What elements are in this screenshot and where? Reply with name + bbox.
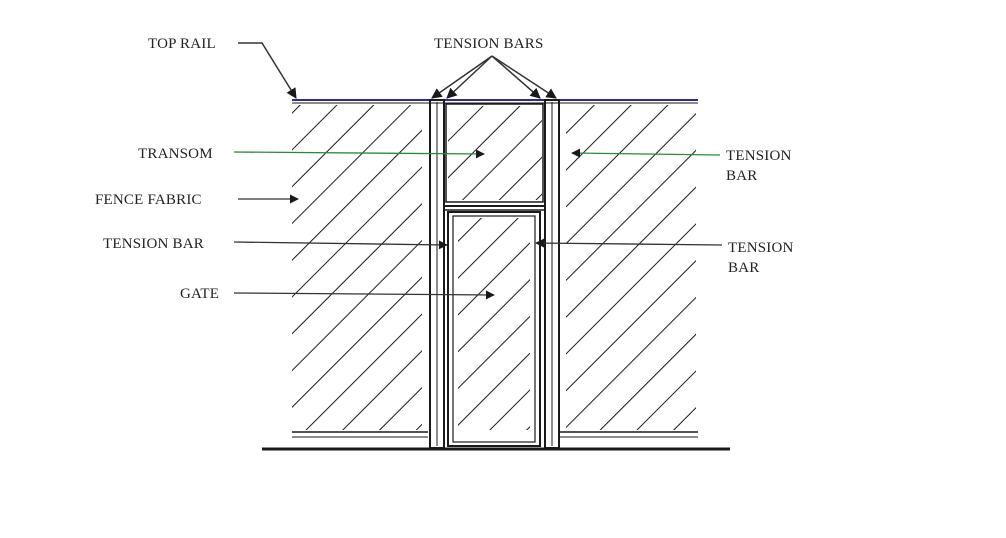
- fence-fabric-label: FENCE FABRIC: [95, 192, 202, 208]
- tension-bars-leader-1: [431, 55, 493, 99]
- tension-bar-left-leader: [233, 240, 448, 250]
- gate-panel: [458, 218, 530, 430]
- tension-bars-leader-2: [446, 55, 493, 99]
- gate-frame: [447, 211, 541, 447]
- transom-panel: [448, 106, 542, 200]
- transom-frame: [445, 103, 544, 203]
- fence-fabric-right-panel: [566, 105, 696, 430]
- tension-bar-right-lower-leader: [535, 238, 723, 248]
- gate-label: GATE: [180, 286, 219, 302]
- tension-bar-left-label: TENSION BAR: [103, 236, 204, 252]
- transom-label: TRANSOM: [138, 146, 213, 162]
- transom-leader: [233, 149, 485, 159]
- gate-leader: [233, 290, 495, 300]
- fence-fabric-left-panel: [292, 105, 422, 430]
- tension-bar-right-upper-label-line1: TENSION: [726, 148, 792, 164]
- tension-bars-leader-4: [491, 55, 557, 99]
- tension-bar-right-upper-leader: [571, 148, 721, 158]
- tension-bar-right-upper-label-line2: BAR: [726, 168, 757, 184]
- top-rail-leader: [238, 42, 297, 99]
- right-gate-post: [544, 99, 560, 449]
- tension-bars-leader-3: [491, 55, 541, 99]
- tension-bars-label: TENSION BARS: [434, 36, 544, 52]
- tension-bar-right-lower-label-line2: BAR: [728, 260, 759, 276]
- top-rail-label: TOP RAIL: [148, 36, 216, 52]
- left-gate-post: [429, 99, 445, 449]
- tension-bar-right-lower-label-line1: TENSION: [728, 240, 794, 256]
